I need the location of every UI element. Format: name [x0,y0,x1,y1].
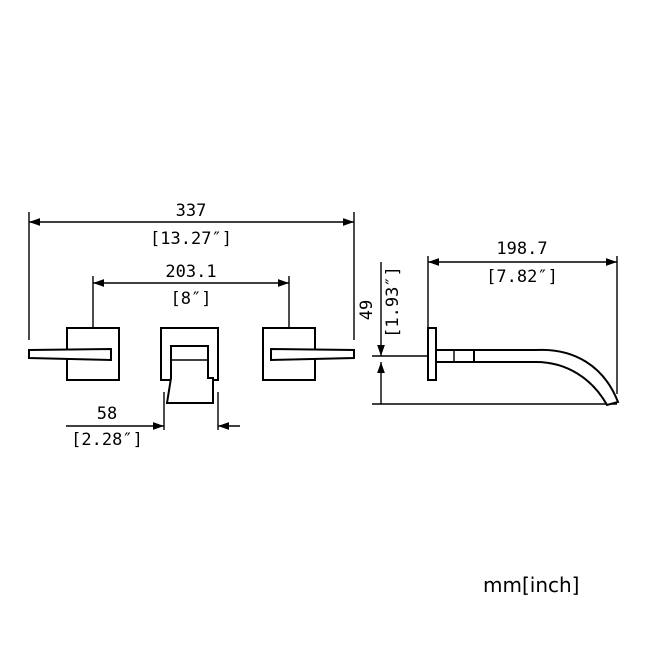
overall-width-dimension: 337 [13.27″] [28,201,355,340]
overall-width-mm: 337 [176,201,207,221]
spout-width-mm: 58 [97,404,117,424]
right-handle [262,327,355,381]
units-note: mm[inch] [483,573,579,597]
spout-height-dimension: 49 [1.93″] [357,262,617,405]
spout-projection-mm: 198.7 [496,239,547,259]
spout-width-dimension: 58 [2.28″] [66,392,240,450]
spout-projection-inch: [7.82″] [486,267,558,287]
center-spacing-dimension: 203.1 [8″] [92,262,290,340]
spout-front [160,327,219,404]
spout-side-profile [427,327,620,407]
overall-width-inch: [13.27″] [150,229,232,249]
spout-height-inch: [1.93″] [383,266,403,338]
left-handle [28,327,120,381]
spout-height-mm: 49 [357,300,377,320]
center-spacing-mm: 203.1 [165,262,216,282]
spout-projection-dimension: 198.7 [7.82″] [427,239,618,394]
spout-width-inch: [2.28″] [71,430,143,450]
center-spacing-inch: [8″] [171,289,212,309]
